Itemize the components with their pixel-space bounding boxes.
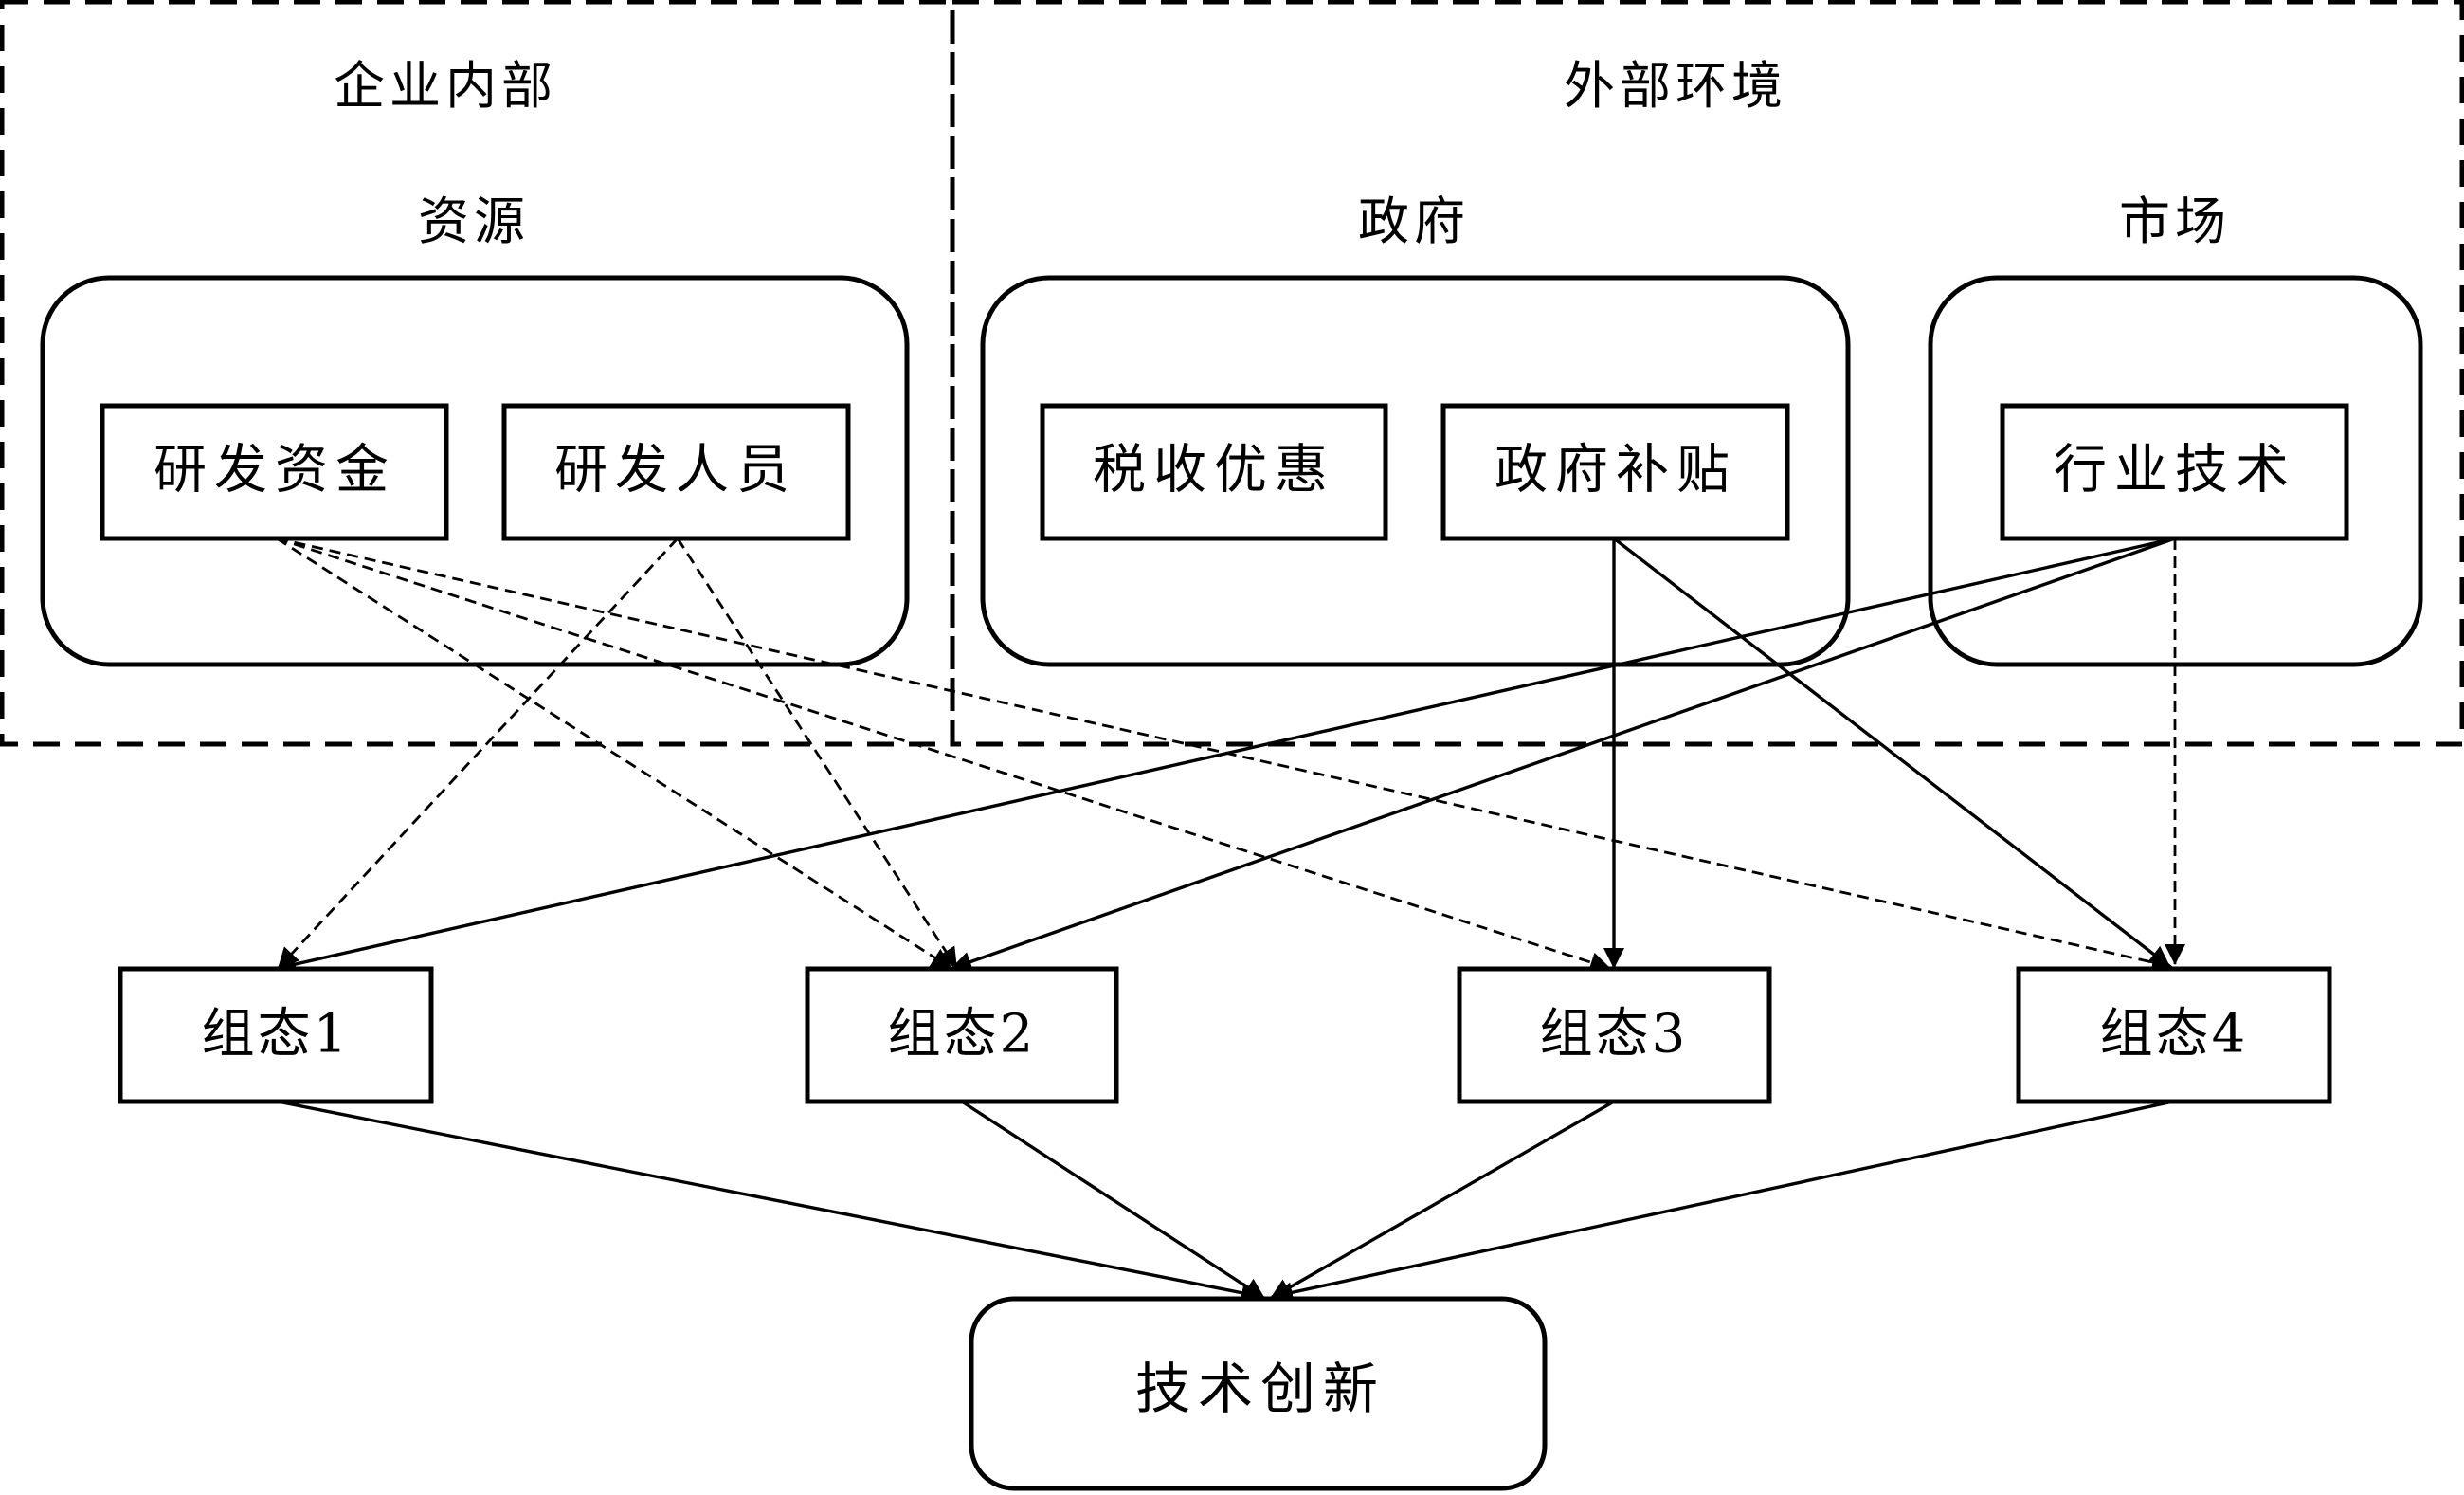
configuration-3: 组态3 [1457,966,1772,1104]
edge-gov-subsidy-to-config-4 [1612,537,2172,969]
gov-subsidy-label: 政府补贴 [1495,440,1737,501]
edge-config-2-to-outcome [961,1100,1266,1301]
edge-industry-tech-to-config-1 [274,537,2176,975]
outcome-label: 技术创新 [1135,1357,1386,1421]
configuration-3-box [1457,966,1772,1104]
condition-industry-tech: 行业技术 [2000,403,2349,541]
gov-subsidy-box [1440,403,1790,541]
edge-rd-staff-to-config-1 [276,538,679,970]
external-region-title: 外部环境 [1564,56,1787,116]
industry-tech-label: 行业技术 [2054,440,2296,501]
industry-tech-box [2000,403,2349,541]
rd-staff-box [501,403,851,541]
external-region-frame [950,0,2464,747]
rd-funds-box [100,403,449,541]
tax-incentives-box [1040,403,1388,541]
configuration-4-box [2016,966,2332,1104]
edge-config-3-to-outcome [1269,1100,1615,1301]
configuration-3-label: 组态3 [1540,1004,1689,1066]
condition-rd-staff: 研发人员 [501,403,851,541]
edge-config-4-to-outcome [1271,1100,2174,1304]
edge-rd-funds-to-config-2 [276,537,953,971]
configuration-1-box [118,966,434,1104]
rd-funds-label: 研发资金 [154,440,396,501]
market-group-label: 市场 [2119,191,2231,251]
condition-rd-funds: 研发资金 [100,403,449,541]
configuration-1-label: 组态1 [202,1004,351,1066]
configuration-1: 组态1 [118,966,434,1104]
condition-gov-subsidy: 政府补贴 [1440,403,1790,541]
outcome-box [969,1296,1548,1491]
configuration-2-box [805,966,1119,1104]
internal-region-title: 企业内部 [334,56,557,116]
edge-config-1-to-outcome [277,1100,1263,1304]
internal-region-frame [0,0,955,747]
resources-group-label: 资源 [418,191,530,251]
edge-rd-staff-to-config-2 [676,538,959,970]
edges [274,537,2185,1304]
configuration-2: 组态2 [805,966,1119,1104]
tax-incentives-label: 税收优惠 [1093,440,1335,501]
configuration-4-label: 组态4 [2100,1004,2249,1066]
rd-staff-label: 研发人员 [554,440,797,501]
outcome-technology-innovation: 技术创新 [969,1296,1548,1491]
configuration-4: 组态4 [2016,966,2332,1104]
condition-tax-incentives: 税收优惠 [1040,403,1388,541]
edge-industry-tech-to-config-2 [950,537,2176,973]
configuration-2-label: 组态2 [888,1004,1037,1066]
government-group-label: 政府 [1358,191,1470,251]
government-group-box [980,275,1851,667]
